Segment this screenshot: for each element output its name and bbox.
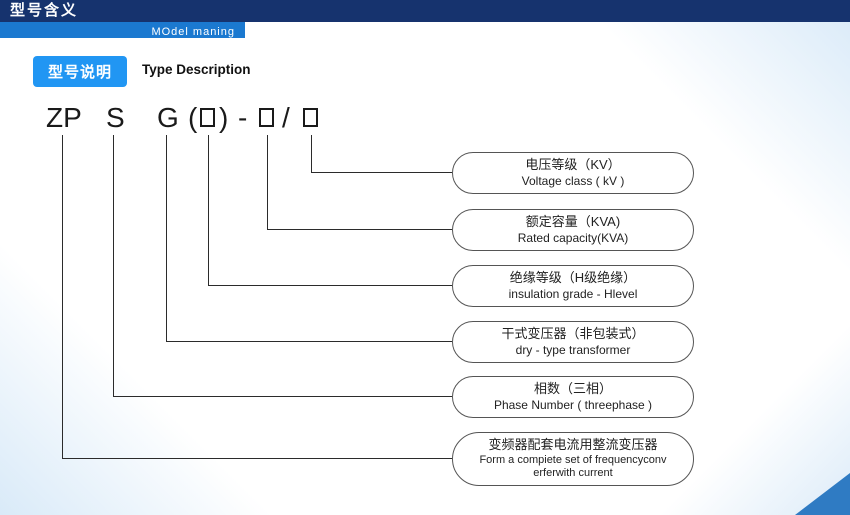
- callout-phase-number: 相数（三相） Phase Number ( threephase ): [452, 376, 694, 418]
- model-part-g: G: [157, 102, 179, 133]
- callout-cn: 电压等级（KV）: [525, 157, 621, 173]
- corner-decoration: [795, 473, 850, 515]
- section-title: Type Description: [142, 62, 251, 77]
- connector-line-insulation: [208, 135, 452, 286]
- square-placeholder-icon: [259, 108, 274, 127]
- square-placeholder-icon: [303, 108, 318, 127]
- callout-en2: erferwith current: [533, 467, 613, 480]
- callout-en: Phase Number ( threephase ): [493, 397, 653, 412]
- callout-cn: 相数（三相）: [533, 381, 612, 397]
- callout-rectifier-transformer: 变频器配套电流用整流变压器 Form a compiete set of fre…: [452, 432, 694, 486]
- callout-en: insulation grade - Hlevel: [508, 286, 638, 301]
- callout-en: dry - type transformer: [515, 342, 631, 357]
- callout-cn: 绝缘等级（H级绝缘）: [509, 270, 637, 286]
- subtitle: MOdel maning: [151, 26, 235, 38]
- model-dash: -: [238, 102, 248, 133]
- page-title: 型号含义: [10, 2, 79, 19]
- model-part-zp: ZP: [46, 102, 82, 133]
- close-paren: ): [219, 102, 229, 133]
- model-part-s: S: [106, 102, 125, 133]
- connector-line-capacity: [267, 135, 452, 230]
- callout-en: Form a compiete set of frequencyconv: [479, 454, 667, 467]
- callout-en: Voltage class ( kV ): [521, 173, 625, 188]
- callout-cn: 干式变压器（非包装式）: [501, 326, 645, 342]
- callout-rated-capacity: 额定容量（KVA) Rated capacity(KVA): [452, 209, 694, 251]
- model-slash: /: [282, 102, 290, 133]
- connector-line-voltage: [311, 135, 452, 173]
- callout-cn: 变频器配套电流用整流变压器: [488, 437, 658, 453]
- section-badge: 型号说明: [33, 56, 128, 87]
- model-string: ZP S G ( ) - /: [0, 101, 850, 135]
- square-placeholder-icon: [200, 108, 215, 127]
- callout-insulation-grade: 绝缘等级（H级绝缘） insulation grade - Hlevel: [452, 265, 694, 307]
- open-paren: (: [188, 102, 198, 133]
- callout-voltage-class: 电压等级（KV） Voltage class ( kV ): [452, 152, 694, 194]
- callout-en: Rated capacity(KVA): [517, 230, 629, 245]
- connector-line-phase: [113, 135, 452, 397]
- subtitle-strip: MOdel maning: [0, 22, 245, 38]
- callout-dry-type: 干式变压器（非包装式） dry - type transformer: [452, 321, 694, 363]
- callout-cn: 额定容量（KVA): [525, 214, 621, 230]
- connector-line-rectifier: [62, 135, 452, 459]
- header-bar: 型号含义: [0, 0, 850, 22]
- connector-line-drytype: [166, 135, 452, 342]
